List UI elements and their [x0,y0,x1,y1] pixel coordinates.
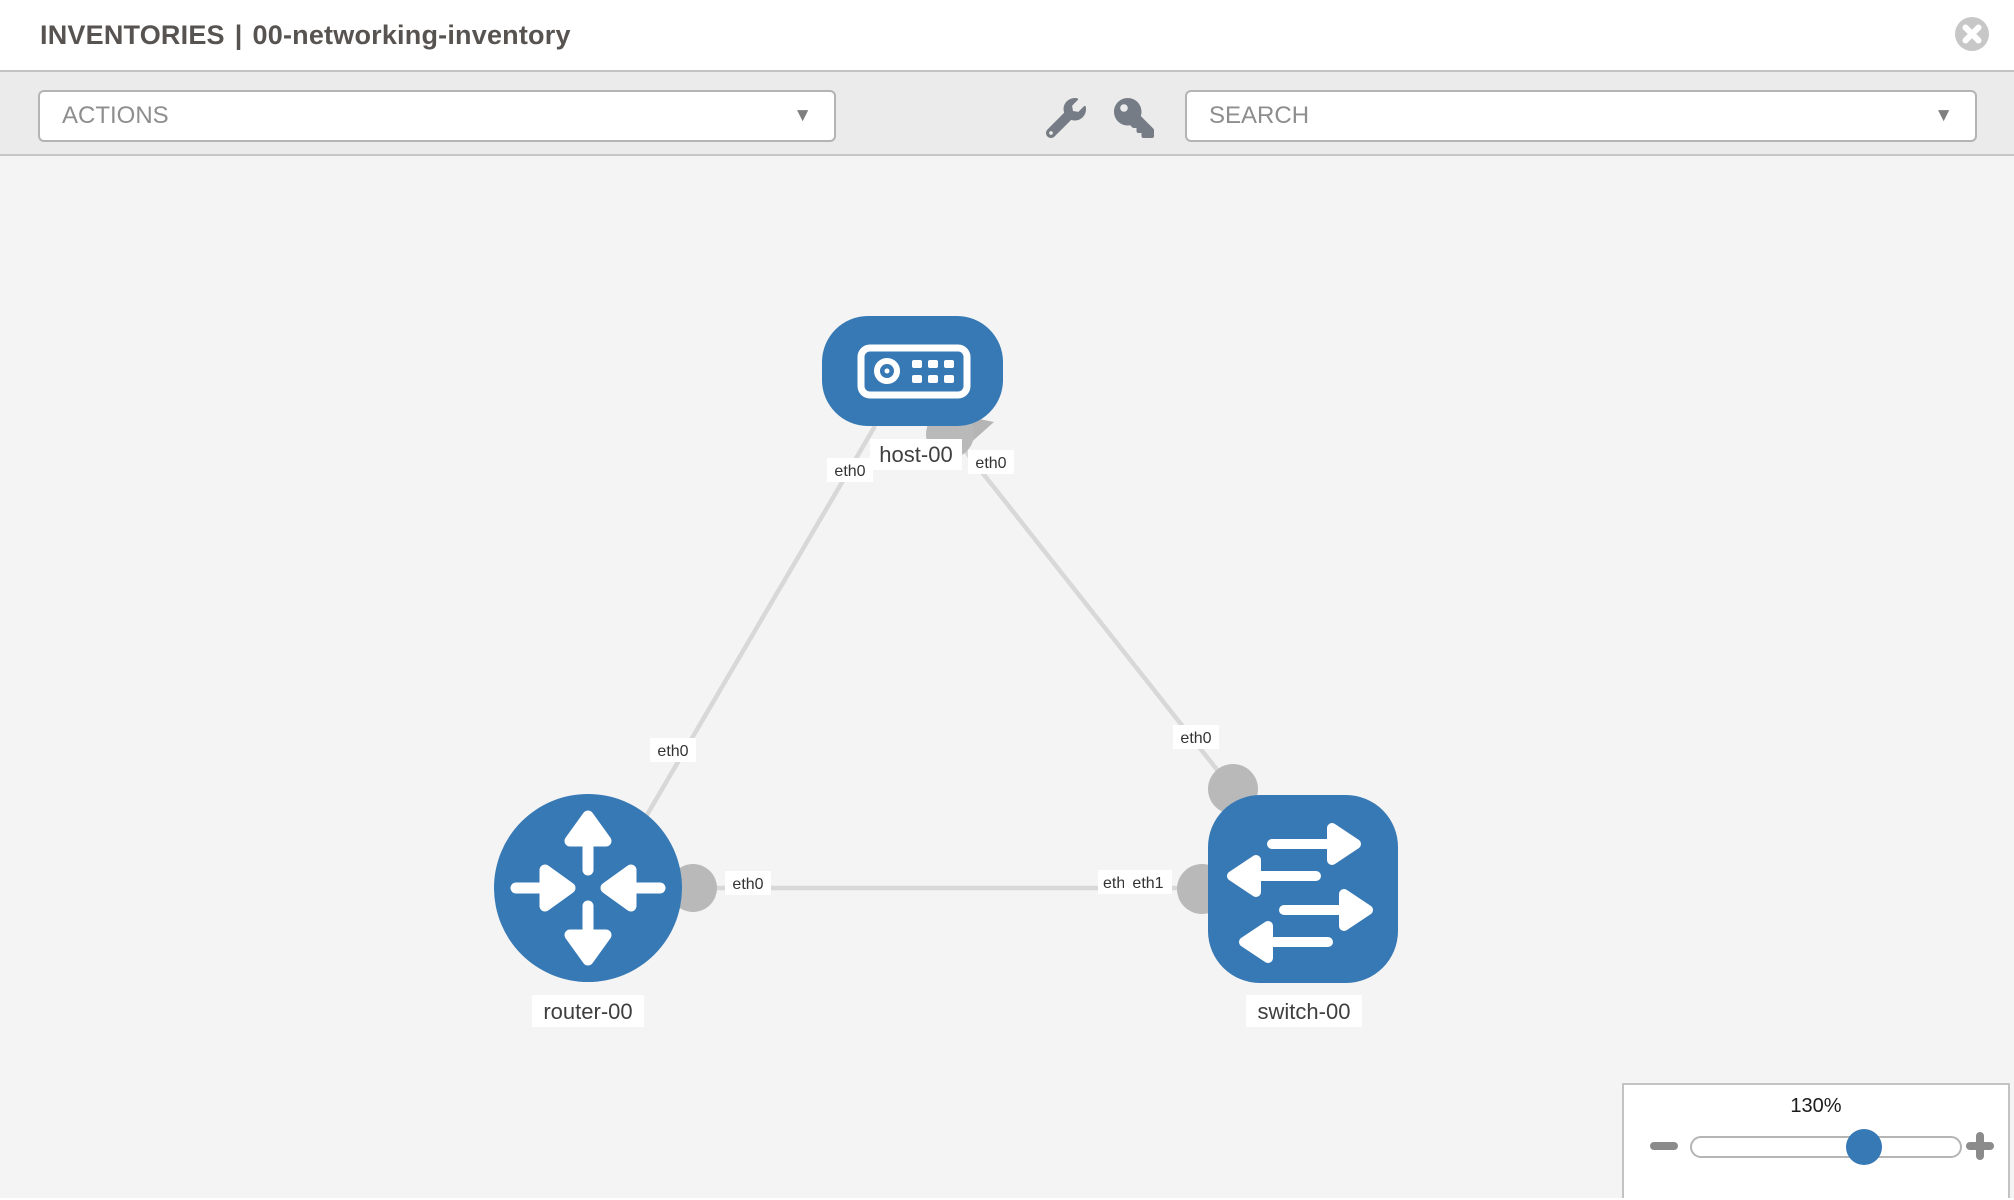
svg-text:switch-00: switch-00 [1258,999,1351,1024]
svg-text:eth0: eth0 [975,455,1006,472]
inventory-name: 00-networking-inventory [252,20,571,50]
page-title: INVENTORIES | 00-networking-inventory [40,20,571,51]
actions-dropdown-label: ACTIONS [62,102,169,129]
wrench-icon [1045,98,1086,139]
svg-text:router-00: router-00 [543,999,632,1024]
zoom-slider-knob[interactable] [1845,1129,1882,1165]
key-icon [1114,98,1154,138]
host-device-icon [857,344,971,399]
node-router-00[interactable] [494,794,682,982]
zoom-in-button[interactable] [1966,1132,1994,1160]
link-host-router[interactable] [615,424,877,868]
router-arrows-icon [510,810,666,966]
switch-arrows-icon [1227,823,1373,963]
close-button[interactable] [1954,16,1990,52]
chevron-down-icon: ▼ [1934,105,1953,126]
page-header: INVENTORIES | 00-networking-inventory [0,0,2014,72]
actions-dropdown[interactable]: ACTIONS ▼ [38,90,836,142]
interface-label: eth1 [1124,870,1172,894]
svg-text:host-00: host-00 [879,442,952,467]
chevron-down-icon: ▼ [793,105,812,126]
svg-text:eth0: eth0 [732,876,763,893]
zoom-panel: 130% [1622,1083,2010,1198]
interface-label: eth0 [725,871,771,895]
breadcrumb-separator: | [234,20,243,50]
svg-text:eth0: eth0 [834,463,865,480]
topology-canvas[interactable]: host-00 router-00 switch-00 eth0 eth0 et… [0,156,2014,1198]
search-dropdown-label: SEARCH [1209,102,1310,129]
search-dropdown[interactable]: SEARCH ▼ [1185,90,1977,142]
breadcrumb-section: INVENTORIES [40,20,225,50]
zoom-slider-track[interactable] [1690,1129,1962,1165]
svg-text:eth0: eth0 [657,743,688,760]
zoom-level: 130% [1790,1095,1842,1117]
node-label-switch: switch-00 [1246,995,1362,1027]
toolbar: ACTIONS ▼ SEARCH ▼ [0,72,2014,156]
interface-label: eth0 [827,458,873,482]
node-label-host: host-00 [870,439,962,470]
interface-label: eth0 [1173,725,1219,749]
node-label-router: router-00 [532,995,644,1027]
svg-text:eth0: eth0 [1180,730,1211,747]
interface-label: eth0 [968,450,1014,474]
node-switch-00[interactable] [1208,795,1398,983]
node-host-00[interactable] [822,316,1003,426]
configure-button[interactable] [1045,98,1090,142]
close-icon [1955,17,1989,51]
interface-label: eth0 [650,738,696,762]
credentials-button[interactable] [1114,98,1158,142]
network-diagram: host-00 router-00 switch-00 eth0 eth0 et… [494,316,1398,1027]
zoom-out-button[interactable] [1650,1142,1678,1150]
svg-text:eth1: eth1 [1132,875,1163,892]
